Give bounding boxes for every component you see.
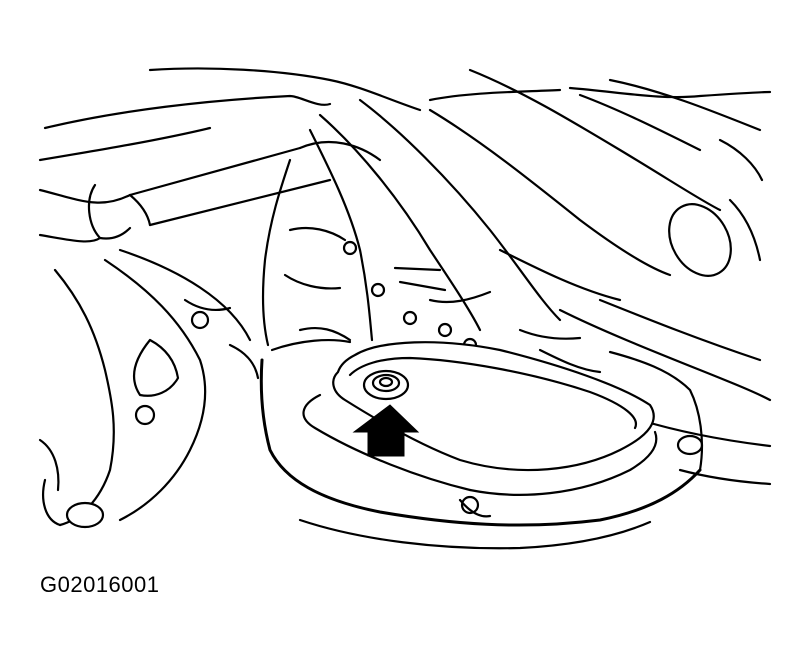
figure-code: G02016001 bbox=[40, 572, 160, 597]
suspension-shaft bbox=[38, 140, 382, 243]
drain-plug bbox=[362, 369, 410, 401]
transmission-housing bbox=[261, 98, 562, 353]
exhaust-cylinder bbox=[428, 68, 764, 302]
upper-frame-rail bbox=[38, 67, 772, 162]
lower-control-arm bbox=[38, 248, 260, 529]
oil-pan-assembly bbox=[259, 328, 704, 550]
right-crossmember bbox=[558, 298, 772, 486]
arrow-up-icon bbox=[352, 404, 420, 457]
